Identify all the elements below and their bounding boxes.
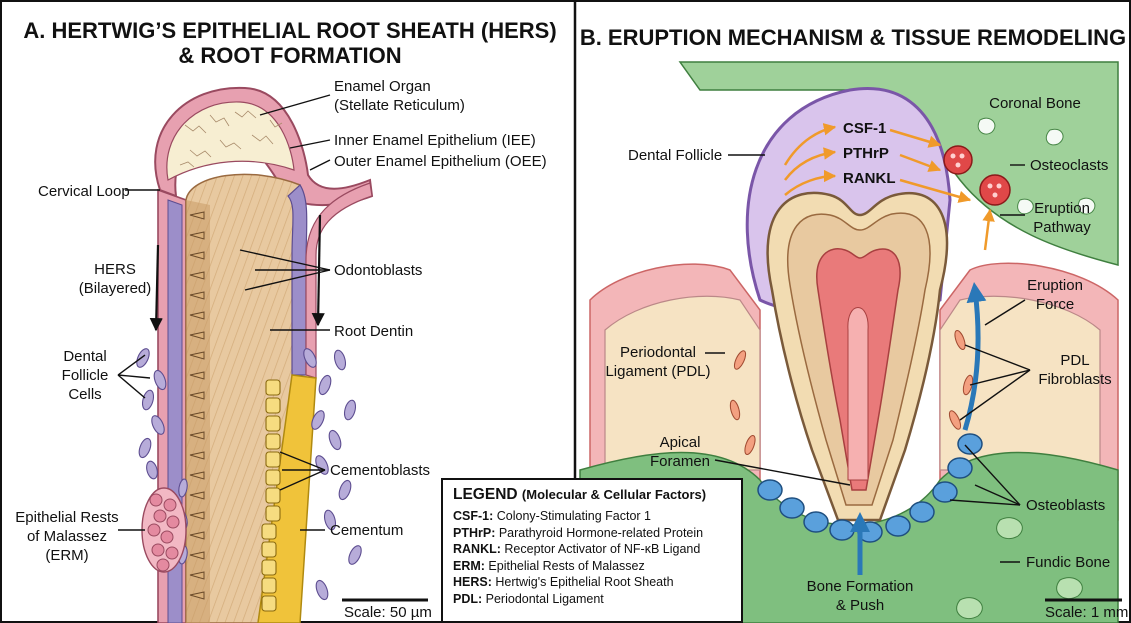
legend-def: Hertwig's Epithelial Root Sheath: [492, 575, 674, 589]
label-osteoclasts: Osteoclasts: [1030, 157, 1108, 174]
legend-item: CSF-1: Colony-Stimulating Factor 1: [453, 508, 733, 525]
legend-def: Colony-Stimulating Factor 1: [493, 509, 651, 523]
legend-item: RANKL: Receptor Activator of NF-κB Ligan…: [453, 541, 733, 558]
legend-title: LEGEND: [453, 486, 518, 503]
label-eruption-pathway-1: Eruption: [1034, 200, 1090, 217]
label-root-dentin: Root Dentin: [334, 323, 413, 340]
legend-abbr: ERM:: [453, 559, 485, 573]
label-dental-follicle: Dental Follicle: [628, 147, 722, 164]
legend-def: Periodontal Ligament: [482, 592, 604, 606]
panel-b-title: B. ERUPTION MECHANISM & TISSUE REMODELIN…: [580, 25, 1126, 50]
legend-item: ERM: Epithelial Rests of Malassez: [453, 558, 733, 575]
legend-def: Epithelial Rests of Malassez: [485, 559, 645, 573]
label-oee: Outer Enamel Epithelium (OEE): [334, 153, 547, 170]
legend-subtitle: (Molecular & Cellular Factors): [522, 487, 706, 502]
label-cervical-loop: Cervical Loop: [38, 183, 130, 200]
root-structure: [158, 174, 372, 623]
legend-def: Parathyroid Hormone-related Protein: [495, 526, 703, 540]
erm-cluster: [142, 488, 186, 572]
label-pdl-fibro-2: Fibroblasts: [1038, 371, 1111, 388]
legend-abbr: PTHrP:: [453, 526, 495, 540]
label-cementoblasts: Cementoblasts: [330, 462, 430, 479]
label-enamel-organ-1: Enamel Organ: [334, 78, 431, 95]
legend-abbr: RANKL:: [453, 542, 501, 556]
label-fundic-bone: Fundic Bone: [1026, 554, 1110, 571]
label-coronal-bone: Coronal Bone: [989, 95, 1081, 112]
label-hers-1: HERS: [94, 261, 136, 278]
label-erm-1: Epithelial Rests: [15, 509, 118, 526]
legend-abbr: HERS:: [453, 575, 492, 589]
label-eruption-force-2: Force: [1036, 296, 1074, 313]
tooth: [768, 193, 947, 520]
label-dental-follicle-2: Follicle: [62, 367, 109, 384]
panel-a-title-line2: & ROOT FORMATION: [178, 43, 401, 68]
label-eruption-force-1: Eruption: [1027, 277, 1083, 294]
label-osteoblasts: Osteoblasts: [1026, 497, 1105, 514]
label-pdl-fibro-1: PDL: [1060, 352, 1089, 369]
panel-a-title-line1: A. HERTWIG’S EPITHELIAL ROOT SHEATH (HER…: [23, 18, 556, 43]
label-bone-formation-2: & Push: [836, 597, 884, 614]
legend-abbr: CSF-1:: [453, 509, 493, 523]
label-bone-formation-1: Bone Formation: [807, 578, 914, 595]
legend-item: PTHrP: Parathyroid Hormone-related Prote…: [453, 525, 733, 542]
label-pdl-2: Ligament (PDL): [605, 363, 710, 380]
label-pthrp: PTHrP: [843, 145, 889, 162]
legend-def: Receptor Activator of NF-κB Ligand: [501, 542, 700, 556]
scale-text-b: Scale: 1 mm: [1045, 604, 1128, 621]
label-odontoblasts: Odontoblasts: [334, 262, 422, 279]
label-hers-2: (Bilayered): [79, 280, 152, 297]
legend-abbr: PDL:: [453, 592, 482, 606]
label-rankl: RANKL: [843, 170, 896, 187]
label-apical-2: Foramen: [650, 453, 710, 470]
label-iee: Inner Enamel Epithelium (IEE): [334, 132, 536, 149]
legend-item: PDL: Periodontal Ligament: [453, 591, 733, 608]
label-cementum: Cementum: [330, 522, 403, 539]
label-csf1: CSF-1: [843, 120, 886, 137]
legend-box: LEGEND (Molecular & Cellular Factors) CS…: [441, 478, 743, 623]
label-erm-2: of Malassez: [27, 528, 107, 545]
label-dental-follicle-3: Cells: [68, 386, 101, 403]
label-dental-follicle-1: Dental: [63, 348, 106, 365]
label-erm-3: (ERM): [45, 547, 88, 564]
legend-item: HERS: Hertwig's Epithelial Root Sheath: [453, 574, 733, 591]
legend-heading: LEGEND (Molecular & Cellular Factors): [453, 486, 733, 504]
label-eruption-pathway-2: Pathway: [1033, 219, 1091, 236]
label-apical-1: Apical: [660, 434, 701, 451]
label-pdl-1: Periodontal: [620, 344, 696, 361]
scale-text-a: Scale: 50 µm: [344, 604, 432, 621]
label-enamel-organ-2: (Stellate Reticulum): [334, 97, 465, 114]
